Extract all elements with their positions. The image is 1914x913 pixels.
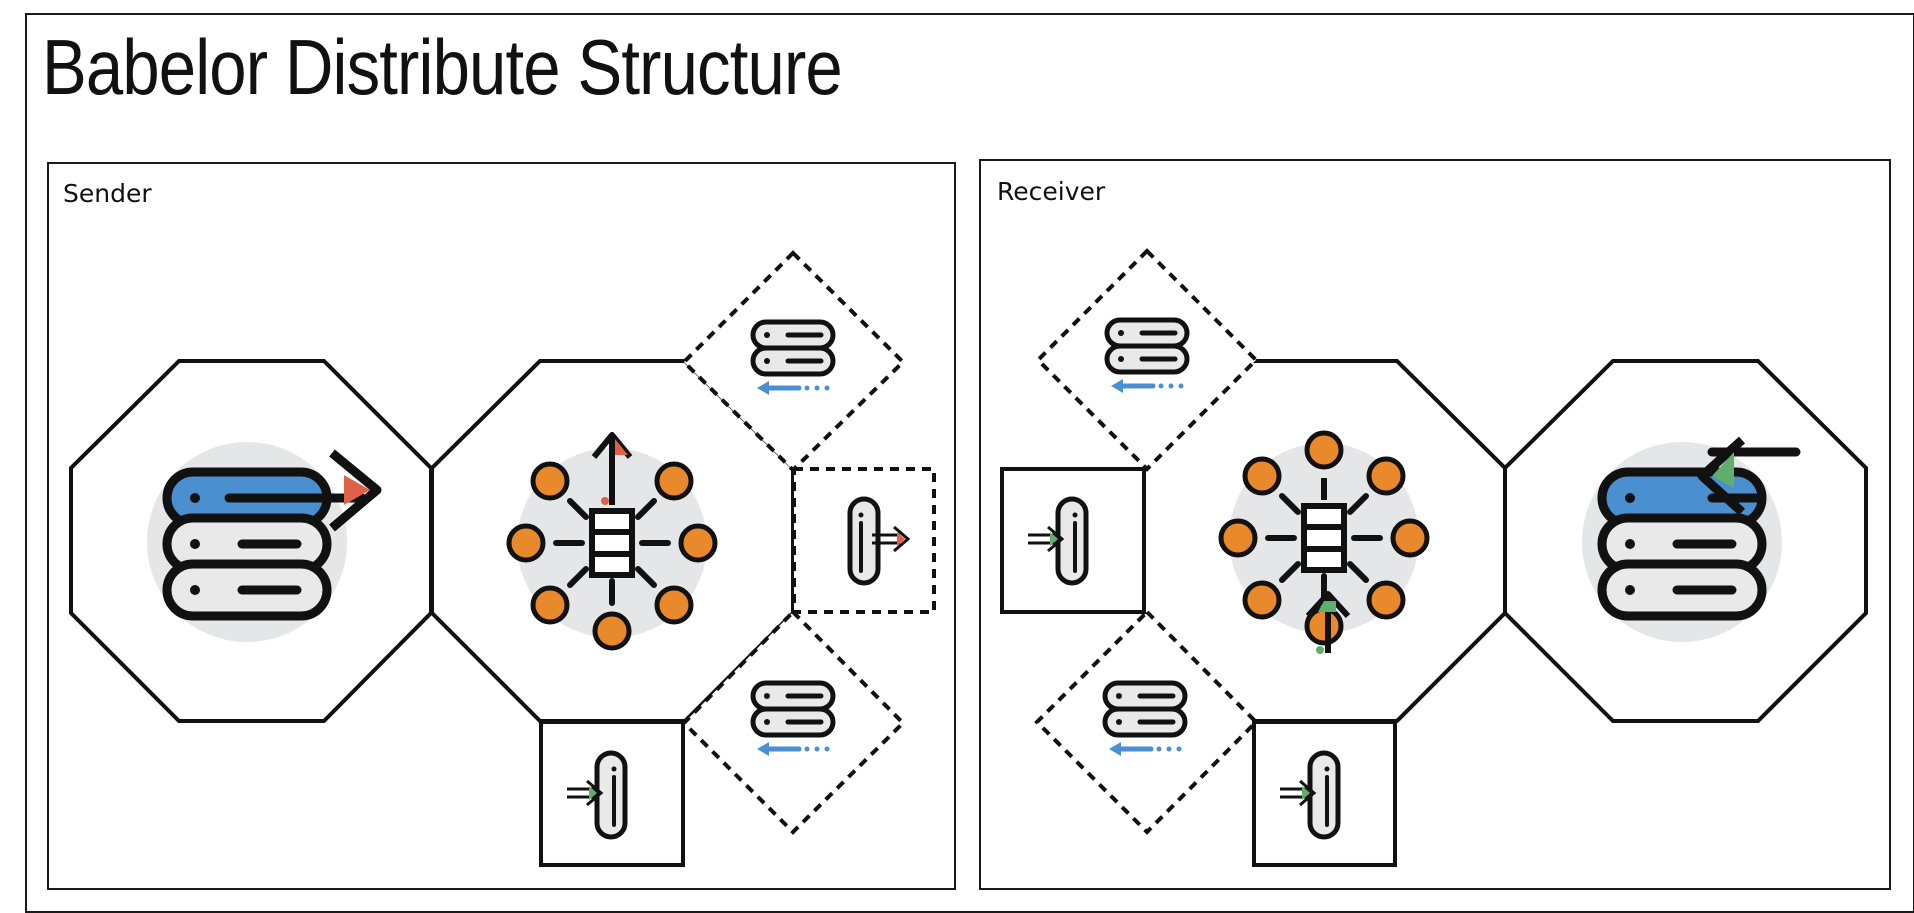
sender-panel-label: Sender (63, 179, 152, 208)
receiver-distribution-hub-icon (1221, 430, 1427, 654)
sender-plug-in-icon (567, 750, 628, 840)
receiver-plug-in-bottom-icon (1280, 750, 1341, 840)
sender-input-port-box (539, 720, 685, 867)
receiver-plug-in-left-icon (1028, 496, 1089, 586)
database-receive-icon (1582, 436, 1801, 642)
plug-out-icon (847, 496, 911, 586)
page-title: Babelor Distribute Structure (42, 23, 843, 111)
database-send-icon (147, 442, 382, 642)
sender-distribution-hub-icon (509, 432, 715, 648)
receiver-panel-label: Receiver (997, 177, 1106, 206)
